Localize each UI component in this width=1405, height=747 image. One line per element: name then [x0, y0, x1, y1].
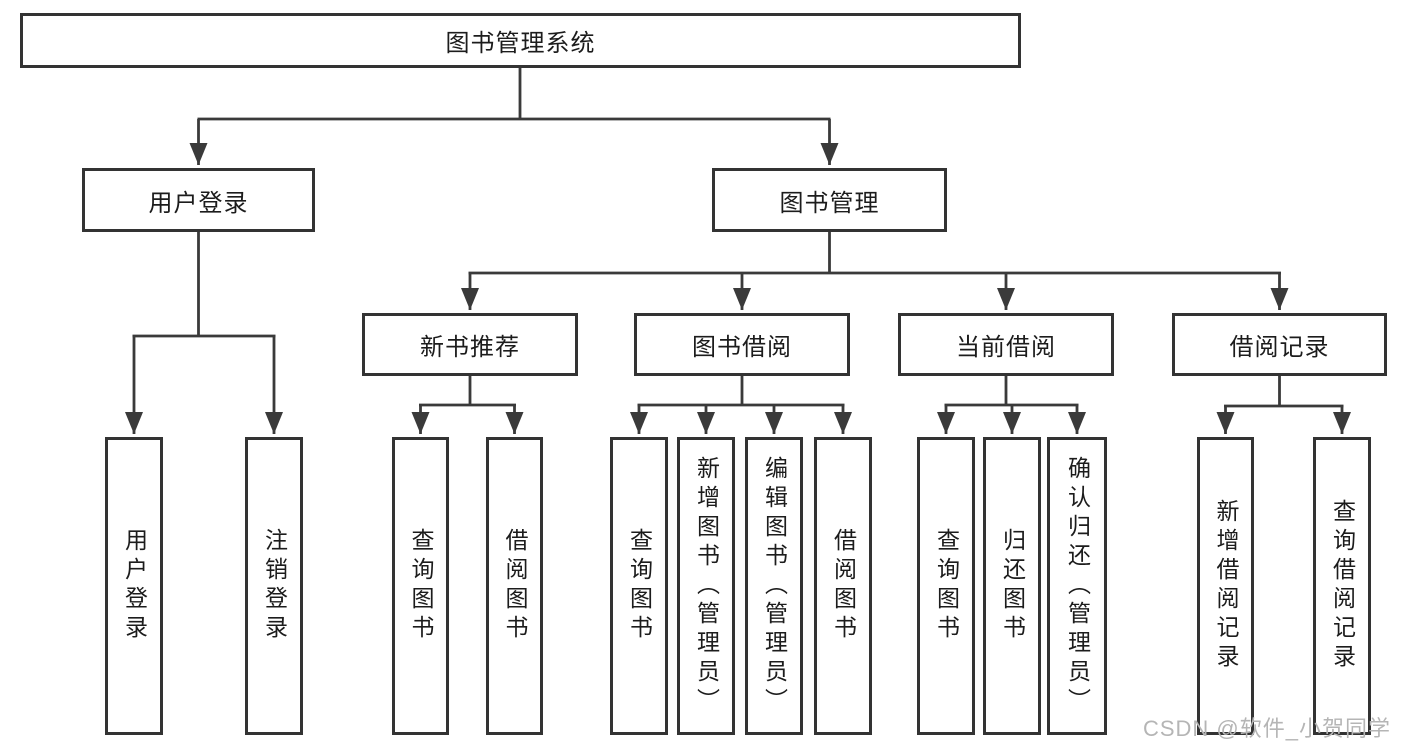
leaf-add-book-admin: 新增图书（管理员） — [677, 437, 735, 735]
leaf-query-borrow-record: 查询借阅记录 — [1313, 437, 1371, 735]
leaf-confirm-return-admin: 确认归还（管理员） — [1047, 437, 1107, 735]
leaf-add-borrow-record: 新增借阅记录 — [1197, 437, 1254, 735]
node-book-borrow: 图书借阅 — [634, 313, 850, 376]
leaf-edit-book-admin: 编辑图书（管理员） — [745, 437, 803, 735]
node-book-management: 图书管理 — [712, 168, 947, 232]
leaf-query-books-recommend: 查询图书 — [392, 437, 449, 735]
node-new-book-recommend: 新书推荐 — [362, 313, 578, 376]
leaf-borrow-books: 借阅图书 — [814, 437, 872, 735]
leaf-borrow-books-recommend: 借阅图书 — [486, 437, 543, 735]
node-current-borrow: 当前借阅 — [898, 313, 1114, 376]
leaf-query-books-borrow: 查询图书 — [610, 437, 668, 735]
node-root-library-system: 图书管理系统 — [20, 13, 1021, 68]
leaf-user-login: 用户登录 — [105, 437, 163, 735]
leaf-return-books: 归还图书 — [983, 437, 1041, 735]
node-user-login: 用户登录 — [82, 168, 315, 232]
watermark: CSDN @软件_小贺同学 — [1142, 716, 1391, 741]
node-borrow-records: 借阅记录 — [1172, 313, 1387, 376]
leaf-query-books-current: 查询图书 — [917, 437, 975, 735]
leaf-logout: 注销登录 — [245, 437, 303, 735]
